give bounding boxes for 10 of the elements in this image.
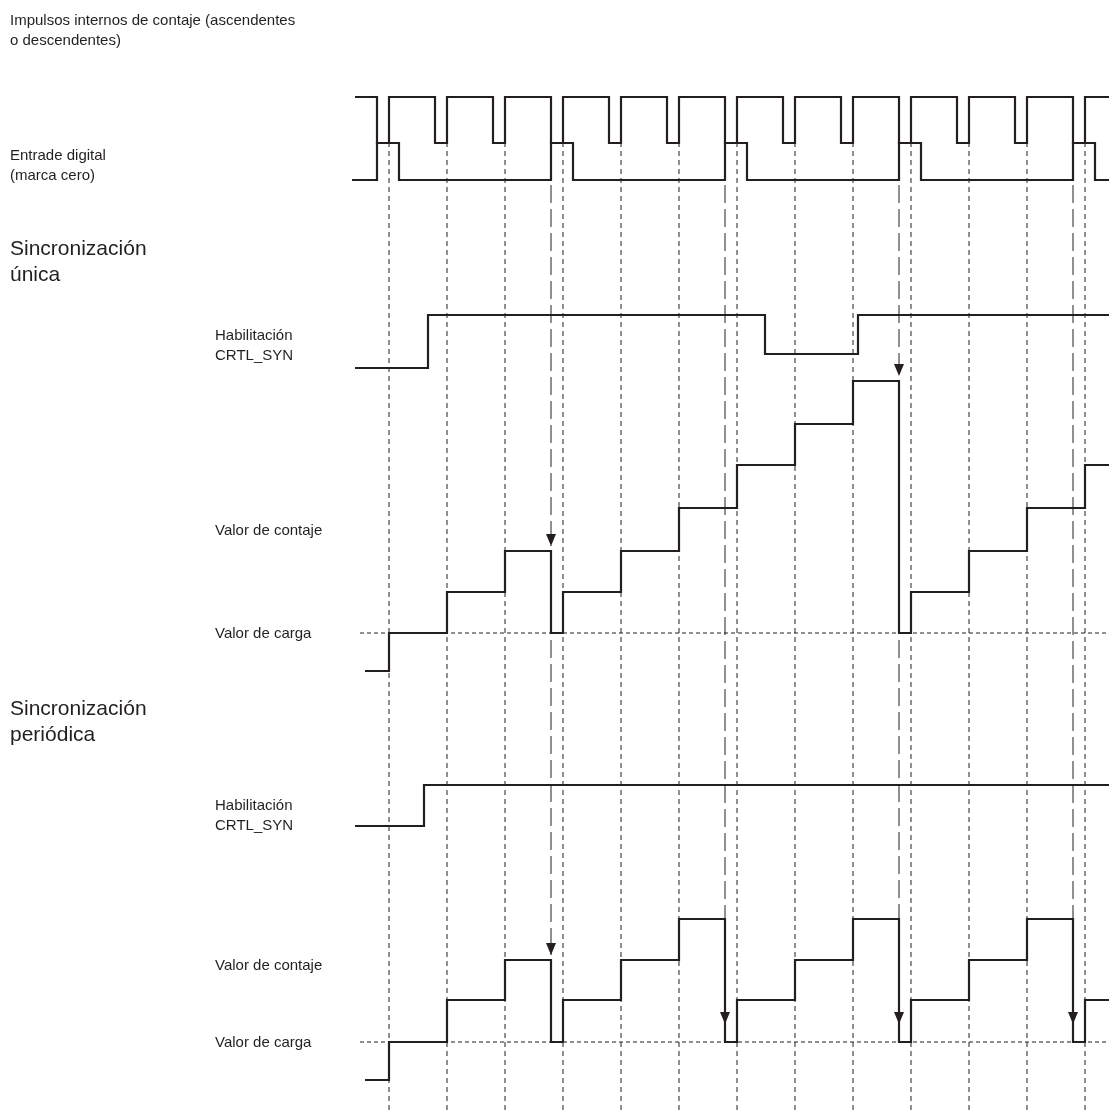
section-heading: Sincronización periódica [10, 695, 148, 747]
signal-label: Valor de carga [215, 623, 313, 643]
signal-label: Entrade digital (marca cero) [10, 145, 107, 185]
signal-label: Habilitación CRTL_SYN [215, 325, 295, 365]
signal-label: Valor de contaje [215, 520, 324, 540]
signal-label: Valor de carga [215, 1032, 313, 1052]
section-heading: Sincronización única [10, 235, 148, 287]
signal-label: Impulsos internos de contaje (ascendentes o descendentes) [10, 10, 297, 50]
signal-label: Habilitación CRTL_SYN [215, 795, 295, 835]
signal-label: Valor de contaje [215, 955, 324, 975]
